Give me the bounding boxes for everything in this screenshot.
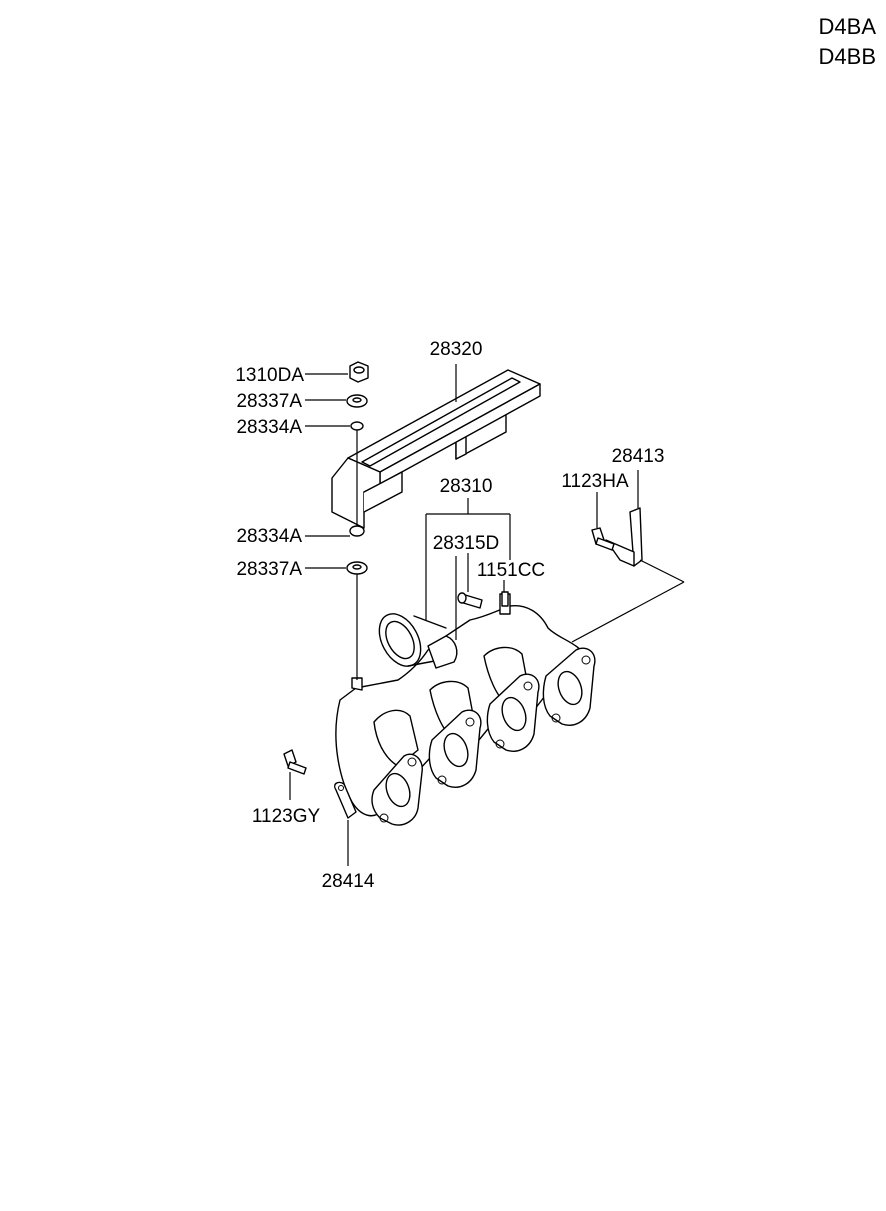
label-28337a-top: 28337A xyxy=(236,391,302,412)
label-28413: 28413 xyxy=(612,446,665,467)
label-1310da: 1310DA xyxy=(235,365,304,386)
leader-lines xyxy=(289,364,685,866)
bracket-28414 xyxy=(334,781,357,819)
engine-code-d4ba: D4BA xyxy=(819,14,877,39)
stud-1151cc xyxy=(501,591,509,607)
bolt-1123gy xyxy=(283,749,307,775)
washer-28337a-bottom xyxy=(346,561,368,575)
label-28315d: 28315D xyxy=(433,533,500,554)
pin-28315d xyxy=(457,592,483,609)
label-1151cc: 1151CC xyxy=(477,560,545,581)
label-28334a-bottom: 28334A xyxy=(236,526,302,547)
nut-1310da xyxy=(349,361,369,383)
label-28310: 28310 xyxy=(440,476,493,497)
label-1123gy: 1123GY xyxy=(252,806,321,827)
label-28320: 28320 xyxy=(430,339,483,360)
bolt-1123ha xyxy=(591,527,615,551)
label-1123ha: 1123HA xyxy=(561,471,629,492)
label-28337a-bottom: 28337A xyxy=(236,559,302,580)
spacer-28334a-bottom xyxy=(349,525,365,537)
exhaust-manifold-part xyxy=(335,593,596,826)
spacer-28334a-top xyxy=(350,421,364,431)
heat-protector-part xyxy=(331,369,541,529)
label-28414: 28414 xyxy=(322,871,375,892)
label-28334a-top: 28334A xyxy=(236,417,302,438)
washer-28337a-top xyxy=(346,394,368,408)
engine-code-d4bb: D4BB xyxy=(819,44,876,69)
bracket-28413 xyxy=(605,507,643,567)
